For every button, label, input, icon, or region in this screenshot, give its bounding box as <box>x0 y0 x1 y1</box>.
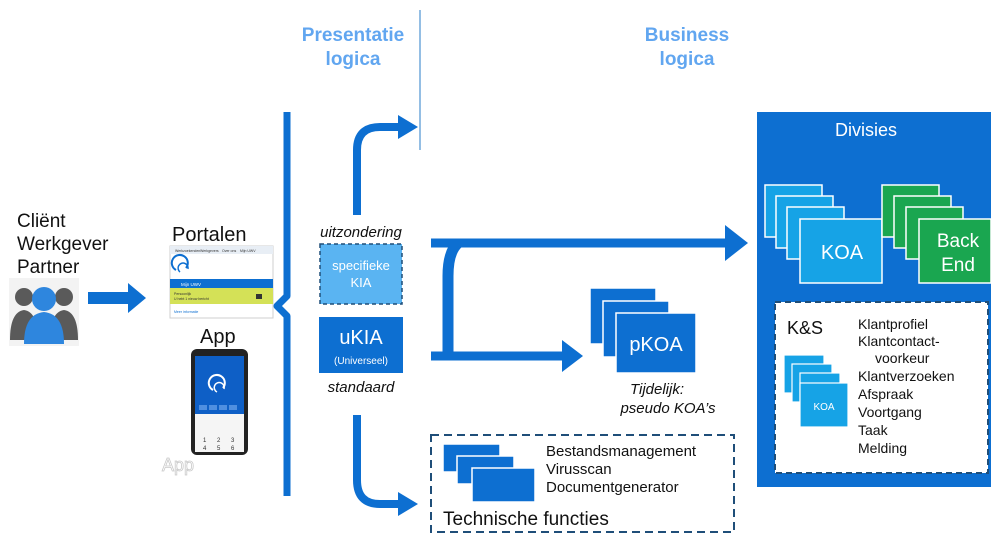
uitzondering-label: uitzondering <box>320 224 402 241</box>
header-presentatie-line1: Presentatie <box>302 25 404 46</box>
svg-text:Mijn UWV: Mijn UWV <box>240 249 256 253</box>
divisies-backend-stack <box>881 184 991 284</box>
backend-label-line2: End <box>941 255 975 276</box>
specifieke-kia-line2: KIA <box>351 275 372 290</box>
svg-text:6: 6 <box>231 446 235 452</box>
divisies-koa-stack <box>764 184 883 284</box>
svg-text:2: 2 <box>217 438 221 444</box>
people-icon <box>9 278 79 346</box>
ks-item-melding: Melding <box>858 440 907 456</box>
portalen-label: Portalen <box>172 224 247 246</box>
pkoa-stack <box>589 287 697 374</box>
technische-functies-stack <box>442 443 536 503</box>
technisch-item-documentgenerator: Documentgenerator <box>546 479 679 496</box>
arrow-down-head <box>398 492 418 516</box>
svg-text:5: 5 <box>217 446 221 452</box>
ks-item-klantprofiel: Klantprofiel <box>858 316 928 332</box>
ks-title: K&S <box>787 318 823 338</box>
header-business-line1: Business <box>645 25 729 46</box>
arrow-branch-curve <box>442 238 462 356</box>
backend-label-line1: Back <box>937 231 980 252</box>
svg-text:Persoonlijk: Persoonlijk <box>174 292 191 296</box>
ks-item-klantverzoeken: Klantverzoeken <box>858 368 955 384</box>
app-ghost-label: App <box>162 455 194 475</box>
arrow-down-curve <box>353 415 399 508</box>
svg-text:Werkgevers: Werkgevers <box>200 249 219 253</box>
technische-functies-box <box>430 434 735 533</box>
pkoa-label: pKOA <box>629 334 683 356</box>
svg-text:Mijn UWV: Mijn UWV <box>181 282 201 287</box>
specifieke-kia-line1: specifieke <box>332 258 390 273</box>
actor-client: Cliënt <box>17 211 66 232</box>
arrow-up-curve <box>353 123 399 215</box>
portal-screenshot-thumbnail: Werkzoekenden Werkgevers Over ons Mijn U… <box>169 245 274 319</box>
arrow-to-pkoa-head <box>562 340 583 372</box>
divisies-title: Divisies <box>835 120 897 140</box>
ks-item-voorkeur: voorkeur <box>875 350 930 366</box>
standaard-label: standaard <box>328 379 395 396</box>
ukia-label: uKIA <box>339 327 383 349</box>
ks-item-klantcontact: Klantcontact- <box>858 333 940 349</box>
technische-functies-title: Technische functies <box>443 509 609 530</box>
header-presentatie-line2: logica <box>326 49 381 70</box>
svg-text:Over ons: Over ons <box>222 249 236 253</box>
arrow-to-divisies-head <box>725 225 748 261</box>
ukia-box <box>319 317 403 373</box>
portals-bracket <box>273 112 291 496</box>
pkoa-caption-line2: pseudo KOA’s <box>619 400 716 417</box>
actor-werkgever: Werkgever <box>17 234 109 255</box>
specifieke-kia-box <box>319 243 403 305</box>
header-business-line2: logica <box>660 49 715 70</box>
svg-text:3: 3 <box>231 438 235 444</box>
svg-text:Meer informatie: Meer informatie <box>174 310 198 314</box>
svg-text:U hebt 1 nieuw bericht: U hebt 1 nieuw bericht <box>174 297 209 301</box>
arrow-actors-to-portals <box>88 283 146 313</box>
svg-text:Werkzoekenden: Werkzoekenden <box>175 249 200 253</box>
svg-text:1: 1 <box>203 438 207 444</box>
actor-partner: Partner <box>17 257 80 278</box>
svg-text:4: 4 <box>203 446 207 452</box>
app-label: App <box>200 326 236 348</box>
ks-koa-label: KOA <box>813 402 834 413</box>
ks-item-voortgang: Voortgang <box>858 404 922 420</box>
pkoa-caption-line1: Tijdelijk: <box>630 381 684 398</box>
ks-item-taak: Taak <box>858 422 889 438</box>
technisch-item-virusscan: Virusscan <box>546 461 612 478</box>
ks-item-afspraak: Afspraak <box>858 386 914 402</box>
ks-koa-stack <box>783 354 849 428</box>
arrow-up-head <box>398 115 418 139</box>
phone-icon: 1 2 3 4 5 6 <box>191 349 248 455</box>
universeel-label: (Universeel) <box>334 356 388 367</box>
divisies-koa-label: KOA <box>821 242 864 264</box>
technisch-item-bestandsmanagement: Bestandsmanagement <box>546 443 697 460</box>
